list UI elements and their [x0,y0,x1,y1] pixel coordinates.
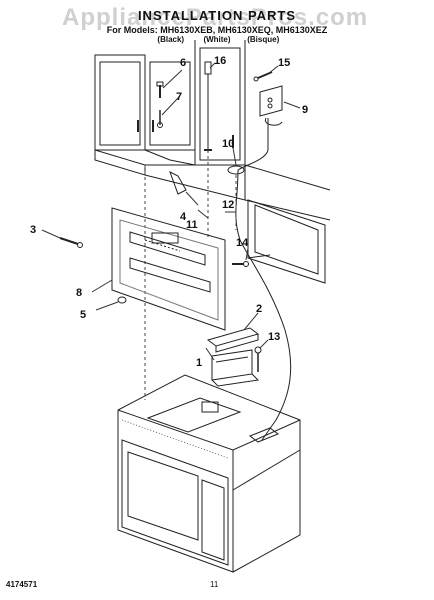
clamp-10 [227,165,245,175]
mounting-plate-8 [111,207,226,331]
toggle-bolt-16 [204,61,212,151]
models-line: For Models: MH6130XEB, MH6130XEQ, MH6130… [106,25,328,35]
color-label-bisque: (Bisque) [247,35,280,44]
microwave-oven [117,374,301,573]
callout-6: 6 [180,57,186,69]
callout-2: 2 [256,303,262,315]
vent-grille-2 [206,327,260,353]
color-label-black: (Black) [157,35,185,44]
callout-14: 14 [236,237,249,249]
callout-16: 16 [214,55,226,67]
screw-5 [117,296,127,304]
screw-7 [157,110,163,128]
screw-14 [232,261,249,267]
color-labels: (Black) (White) (Bisque) [0,35,434,44]
callout-13: 13 [268,331,280,343]
watermark-text: AppliancePartsPros.com [62,4,369,31]
callout-8: 8 [76,287,82,299]
screw-3 [59,237,83,248]
screw-6 [156,81,164,98]
document-number: 4174571 [6,580,38,589]
page-header: INSTALLATION PARTS For Models: MH6130XEB… [0,8,434,44]
page-number: 11 [210,580,219,589]
callout-11: 11 [186,219,198,231]
callout-5: 5 [80,309,86,321]
callout-leaders [41,62,301,361]
callout-10: 10 [222,138,234,150]
callout-9: 9 [302,104,308,116]
alignment-lines [144,150,237,400]
callout-3: 3 [30,224,36,236]
page-title: INSTALLATION PARTS [137,8,297,23]
damper-1 [211,349,260,387]
callout-7: 7 [176,91,182,103]
callout-1: 1 [196,357,202,369]
color-label-white: (White) [203,35,231,44]
wall-outlet [235,85,292,441]
callout-numbers: 1 2 3 4 5 6 7 8 9 10 11 12 13 14 15 16 [30,55,308,369]
callout-4: 4 [180,211,187,223]
callout-12: 12 [222,199,234,211]
bracket-4 [169,170,187,195]
screw-13 [254,346,262,372]
callout-15: 15 [278,57,290,69]
